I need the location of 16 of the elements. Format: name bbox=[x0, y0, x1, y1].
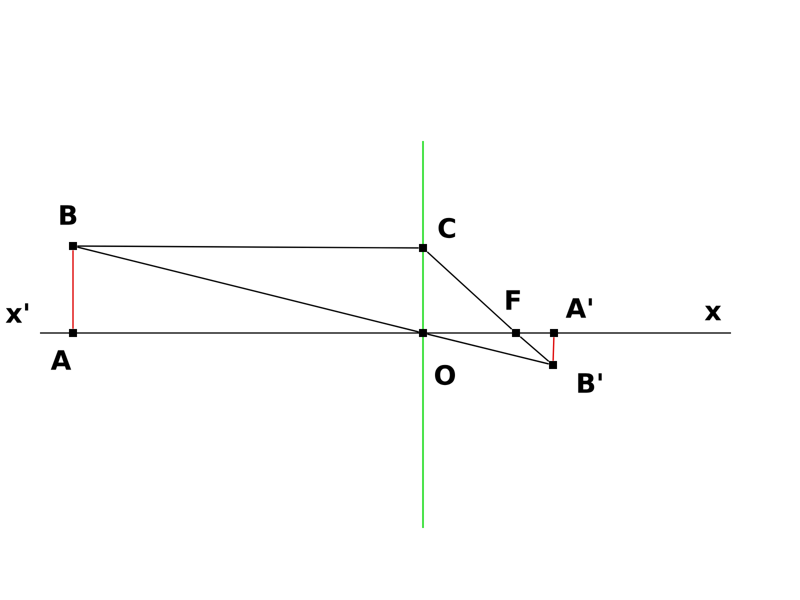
line-segment bbox=[552, 337, 555, 361]
axis-label: x' bbox=[6, 303, 28, 323]
point-label: A' bbox=[566, 298, 592, 318]
line-segment bbox=[77, 245, 419, 249]
line-segment bbox=[427, 333, 549, 365]
point-label: A bbox=[50, 350, 72, 370]
line-segment bbox=[520, 336, 550, 362]
line-segment bbox=[426, 251, 512, 330]
axis-label: x bbox=[704, 306, 722, 320]
line-segment bbox=[72, 250, 74, 329]
point-label: B bbox=[60, 205, 76, 225]
point-label: F bbox=[506, 290, 520, 310]
line-segment bbox=[77, 246, 419, 333]
point-label: C bbox=[438, 218, 456, 238]
point-label: B' bbox=[578, 373, 602, 393]
point-label: O bbox=[435, 364, 455, 386]
